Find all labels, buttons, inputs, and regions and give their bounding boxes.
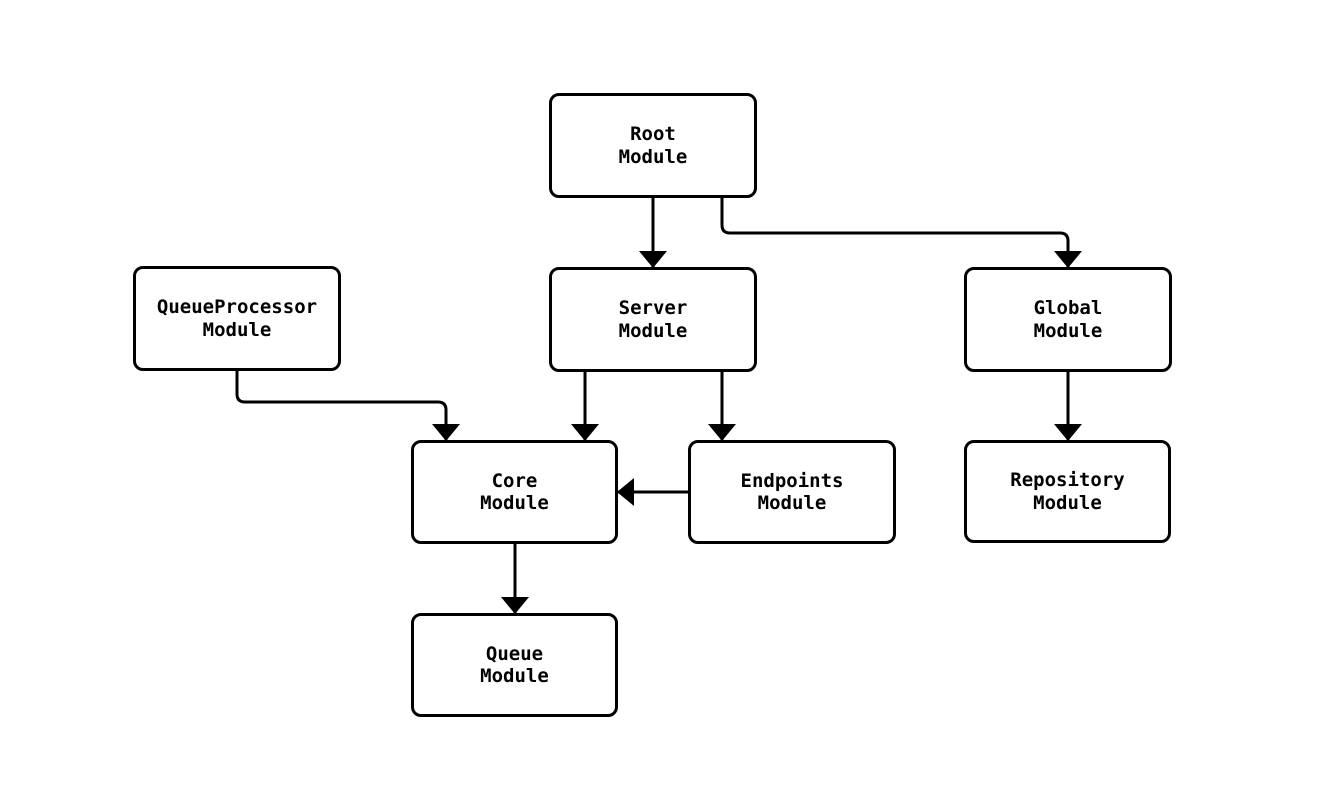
edge-queueprocessor-to-core — [235, 371, 460, 441]
node-global: Global Module — [964, 267, 1172, 372]
edge-root-to-global — [720, 198, 1082, 268]
node-repository: Repository Module — [964, 440, 1171, 543]
node-core: Core Module — [411, 440, 618, 544]
node-root: Root Module — [549, 93, 757, 198]
node-queue: Queue Module — [411, 613, 618, 717]
node-server: Server Module — [549, 267, 757, 372]
node-queueprocessor: QueueProcessor Module — [133, 266, 341, 371]
node-endpoints: Endpoints Module — [688, 440, 896, 544]
